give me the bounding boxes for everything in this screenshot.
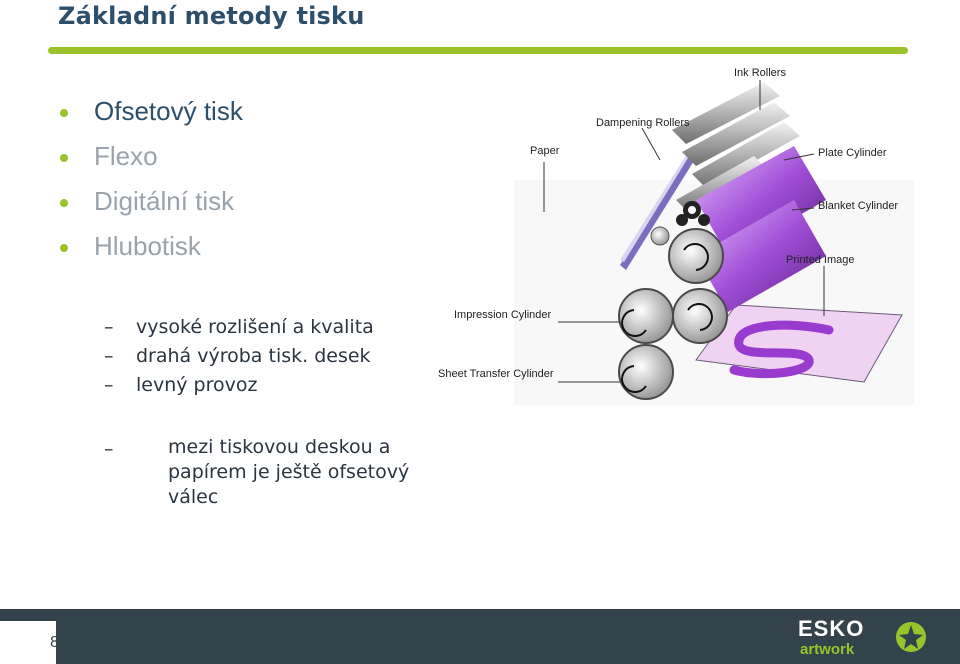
bullet-dot-icon [60, 244, 68, 252]
label-printed-image: Printed Image [786, 254, 854, 266]
logo-top-text: ESKO [798, 616, 864, 641]
roller-shaft [692, 122, 800, 188]
sub-bullet-text: levný provoz [136, 374, 258, 396]
dash-marker: – [104, 316, 114, 338]
sub-bullet-item: – mezi tiskovou deskou a papírem je ješt… [104, 435, 426, 510]
sheet-transfer-cylinder-end [618, 344, 674, 400]
paper-sheet-top [620, 145, 696, 262]
offset-press-diagram: Ink Rollers Dampening Rollers Paper Plat… [438, 67, 914, 405]
printed-s-icon [729, 320, 834, 379]
label-blanket-cylinder: Blanket Cylinder [818, 200, 898, 212]
impression-cylinder-end [618, 288, 674, 344]
roller-shaft [672, 82, 780, 144]
paper-sheet-shape [620, 145, 702, 270]
dampening-roller-end [650, 226, 670, 246]
page-number: 8 [50, 634, 59, 651]
label-ink-rollers: Ink Rollers [734, 67, 786, 79]
ink-roller-end [698, 214, 710, 226]
cylinder-ends-group [618, 201, 728, 400]
dash-marker: – [104, 438, 114, 460]
dash-marker: – [104, 374, 114, 396]
sub-bullet-list-note: – mezi tiskovou deskou a papírem je ješt… [104, 435, 426, 510]
dash-marker: – [104, 345, 114, 367]
esko-artwork-logo: ESKO artwork [798, 616, 926, 658]
plate-cylinder-end [668, 228, 724, 284]
title-underline [48, 47, 908, 54]
leader-line [641, 127, 661, 161]
footer-bar [0, 609, 960, 664]
ink-roller-end [688, 206, 696, 214]
bullet-dot-icon [60, 154, 68, 162]
label-paper: Paper [530, 145, 560, 157]
blanket-cylinder-end [672, 288, 728, 344]
blanket-cylinder-body [696, 200, 826, 312]
logo-bottom-text: artwork [800, 641, 855, 658]
bullet-dot-icon [60, 199, 68, 207]
rotation-arrow-icon [687, 303, 713, 331]
bullet-dot-icon [60, 109, 68, 117]
bullet-text: Digitální tisk [94, 186, 235, 216]
leader-line [791, 207, 815, 211]
bullet-text: Ofsetový tisk [94, 96, 243, 126]
roller-shaft [682, 102, 790, 166]
rotation-arrow-icon [621, 365, 647, 393]
label-dampening-rollers: Dampening Rollers [596, 117, 690, 129]
plate-cylinder-body [696, 146, 826, 256]
bullet-text: Hlubotisk [94, 231, 201, 261]
leader-line [783, 153, 815, 161]
slide-title: Základní metody tisku [58, 2, 365, 30]
label-sheet-transfer-cylinder: Sheet Transfer Cylinder [438, 368, 554, 380]
label-plate-cylinder: Plate Cylinder [818, 147, 887, 159]
sub-bullet-text: mezi tiskovou deskou a papírem je ještě … [168, 436, 410, 508]
label-impression-cylinder: Impression Cylinder [454, 309, 552, 321]
ink-rollers-group [672, 82, 800, 214]
page-number-tab [0, 621, 56, 664]
sub-bullet-text: drahá výroba tisk. desek [136, 345, 371, 367]
leader-lines [543, 80, 825, 383]
sub-bullet-text: vysoké rozlišení a kvalita [136, 316, 374, 338]
logo-star-shape-icon [899, 625, 923, 649]
bullet-text: Flexo [94, 141, 158, 171]
rotation-arrow-icon [621, 309, 647, 337]
ink-roller-end [676, 214, 688, 226]
rotation-arrow-icon [683, 243, 709, 271]
